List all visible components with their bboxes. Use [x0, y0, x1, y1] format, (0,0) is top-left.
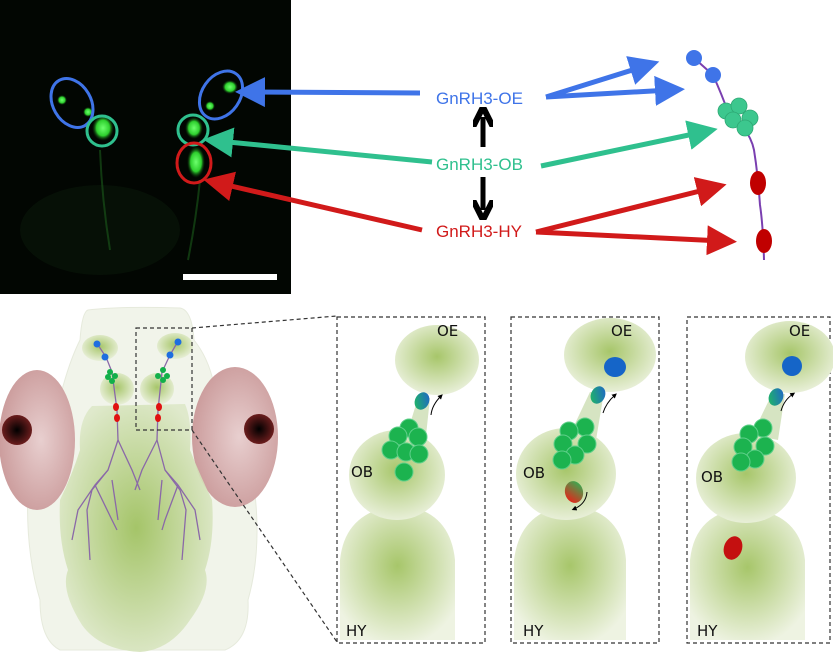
- oe-region: [395, 325, 479, 395]
- hy-region: [690, 508, 805, 640]
- label-ob: OB: [523, 464, 545, 482]
- oe-cell: [782, 356, 802, 376]
- oe-pointer-arrow: [235, 77, 421, 108]
- neuron-chain: [686, 50, 772, 261]
- panel-border: [336, 316, 486, 644]
- hy-chain-arrow-1: [535, 177, 727, 235]
- chain-oe-cell: [686, 50, 702, 66]
- left-ob-circle: [85, 114, 119, 148]
- zoom-line-bottom: [191, 429, 338, 643]
- chain-ob-cluster: [717, 97, 759, 137]
- migrating-cell-to-oe: [590, 386, 606, 404]
- label-hy: HY: [697, 622, 718, 640]
- ob-chain-arrow: [540, 120, 718, 169]
- label-gnrh3-hy: GnRH3-HY: [436, 222, 522, 241]
- label-oe: OE: [437, 322, 458, 340]
- chain-oe-cell: [705, 67, 721, 83]
- left-oe-circle: [49, 77, 95, 129]
- migration-arrow-down: [571, 491, 588, 511]
- panel-2: OE OB HY: [510, 316, 660, 644]
- label-oe: OE: [611, 322, 632, 340]
- migrating-cell: [768, 388, 784, 406]
- migration-arrow-up: [602, 393, 617, 414]
- right-eye: [192, 367, 278, 507]
- hy-chain-arrow-2: [535, 225, 737, 256]
- label-ob: OB: [351, 463, 373, 481]
- larva-head-schematic: [0, 306, 338, 652]
- gnrh3-axon-tree: [71, 342, 201, 561]
- hy-pointer-arrow: [203, 171, 423, 233]
- zoom-line-top: [191, 315, 338, 329]
- ob-cell-cluster: [731, 418, 775, 472]
- scale-bar: [183, 274, 277, 280]
- brain-region: [59, 404, 213, 652]
- ob-cell-cluster: [552, 417, 597, 470]
- left-eye: [0, 370, 75, 510]
- fluorescent-neurons: [57, 80, 238, 261]
- panel-border: [510, 316, 660, 644]
- migration-arrow: [780, 392, 796, 412]
- ob-cell-cluster: [381, 418, 429, 482]
- left-pupil: [2, 415, 32, 445]
- oe-chain-arrow-2: [545, 75, 685, 106]
- right-hy-circle: [175, 141, 213, 185]
- migrating-cell: [414, 392, 430, 410]
- zoom-region-box: [135, 327, 193, 431]
- panel-1: OE OB HY: [336, 316, 486, 644]
- label-oe: OE: [789, 322, 810, 340]
- oe-chain-arrow-1: [545, 56, 660, 100]
- label-ob: OB: [701, 468, 723, 486]
- ob-pointer-arrow: [203, 127, 433, 165]
- label-hy: HY: [346, 622, 367, 640]
- oe-region: [564, 318, 656, 392]
- micrograph: [0, 0, 291, 294]
- panel-border: [686, 316, 831, 644]
- head-gnrh3-cells: [93, 338, 182, 422]
- migrating-cell-to-hy: [564, 481, 584, 503]
- chain-hy-cell: [756, 229, 772, 253]
- migration-arrow: [430, 394, 443, 416]
- ob-region: [696, 433, 796, 523]
- label-gnrh3-oe: GnRH3-OE: [436, 89, 523, 108]
- hy-cell: [723, 536, 743, 560]
- chain-axon: [693, 57, 765, 261]
- hy-region: [340, 505, 455, 640]
- panel-3: OE OB HY: [686, 316, 833, 644]
- label-hy: HY: [523, 622, 544, 640]
- oe-cell: [604, 357, 626, 377]
- chain-hy-cell: [750, 171, 766, 195]
- left-ob-region: [100, 373, 134, 405]
- label-gnrh3-ob: GnRH3-OB: [436, 155, 523, 174]
- right-pupil: [244, 414, 274, 444]
- hy-region: [514, 505, 626, 640]
